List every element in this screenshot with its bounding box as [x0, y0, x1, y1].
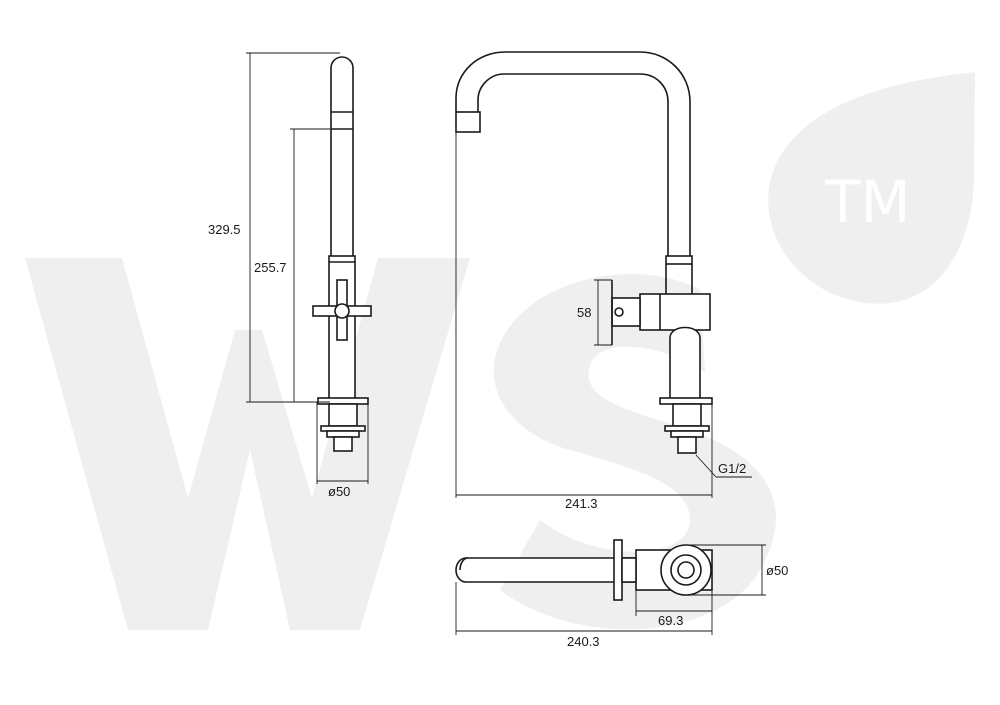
front-view: 58 G1/2 241.3: [455, 51, 752, 511]
dim-thread: G1/2: [718, 461, 746, 476]
watermark-letter-w: [25, 258, 470, 630]
watermark-letter-s: [493, 274, 776, 630]
dim-handle-offset: 69.3: [658, 613, 683, 628]
top-view: ø50 69.3 240.3: [455, 539, 788, 649]
watermark-leaf: [768, 72, 975, 304]
dim-side-base-diameter: ø50: [328, 484, 350, 499]
watermark-logo: TM: [25, 72, 975, 630]
dim-total-length: 240.3: [567, 634, 600, 649]
dim-top-base-diameter: ø50: [766, 563, 788, 578]
dim-handle-height: 58: [577, 305, 591, 320]
side-view: 329.5 255.7 ø50: [208, 52, 372, 499]
watermark-trademark: TM: [824, 168, 910, 236]
dim-body-height: 255.7: [254, 260, 287, 275]
dim-spout-reach: 241.3: [565, 496, 598, 511]
dim-total-height: 329.5: [208, 222, 241, 237]
